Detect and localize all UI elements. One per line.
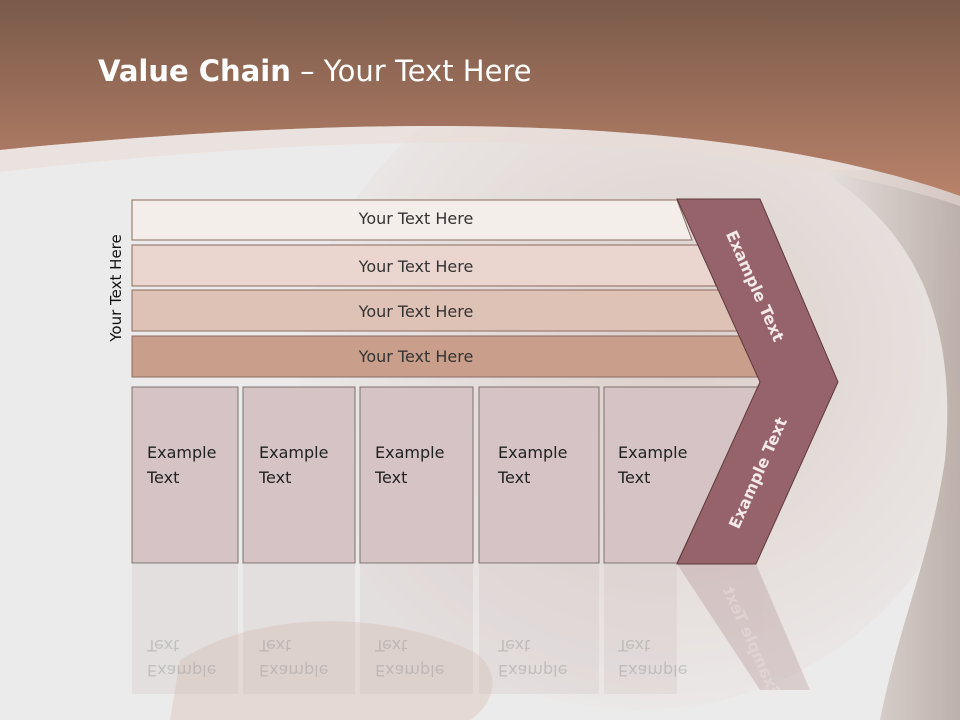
box-5-line1: Example [618, 443, 688, 462]
box-4-line2: Text [498, 468, 531, 487]
box-1-reflection-label: Example Text [147, 633, 216, 683]
box-reflection [479, 564, 599, 694]
chevron-arrow-shape [676, 198, 839, 565]
box-5-label: Example Text [618, 440, 687, 490]
box-3-line1: Example [375, 443, 445, 462]
box-3-reflection-label: Example Text [375, 633, 444, 683]
bar-1-shape [131, 199, 693, 241]
bar-1-label: Your Text Here [358, 209, 474, 228]
box-1-reflection-line1: Example [147, 661, 217, 680]
box-5-reflection-label: Example Text [618, 633, 687, 683]
box-3-line2: Text [375, 468, 408, 487]
box-5-line2: Text [618, 468, 651, 487]
box-4-reflection-line1: Example [498, 661, 568, 680]
box-1-label: Example Text [147, 440, 216, 490]
title-rest: – Your Text Here [290, 54, 532, 88]
box-reflection [360, 564, 473, 694]
box-2-line1: Example [259, 443, 329, 462]
box-2-shape [242, 386, 356, 564]
box-4-shape [478, 386, 600, 564]
box-1-shape [131, 386, 239, 564]
box-reflection [132, 564, 238, 694]
slide-title: Value Chain – Your Text Here [98, 54, 532, 88]
box-reflection [243, 564, 355, 694]
box-4-reflection-line2: Text [498, 636, 531, 655]
box-5-reflection-line2: Text [618, 636, 651, 655]
box-reflection [604, 564, 677, 694]
box-2-label: Example Text [259, 440, 328, 490]
box-2-reflection-line2: Text [259, 636, 292, 655]
box-1-line2: Text [147, 468, 180, 487]
box-2-line2: Text [259, 468, 292, 487]
box-1-reflection-line2: Text [147, 636, 180, 655]
box-4-line1: Example [498, 443, 568, 462]
box-4-reflection-label: Example Text [498, 633, 567, 683]
bar-4-label: Your Text Here [358, 347, 474, 366]
arrow-reflection [677, 564, 810, 690]
box-2-reflection-label: Example Text [259, 633, 328, 683]
title-bold: Value Chain [98, 54, 291, 88]
bar-2-label: Your Text Here [358, 257, 474, 276]
box-2-reflection-line1: Example [259, 661, 329, 680]
box-1-line1: Example [147, 443, 217, 462]
box-5-reflection-line1: Example [618, 661, 688, 680]
bar-3-label: Your Text Here [358, 302, 474, 321]
box-4-label: Example Text [498, 440, 567, 490]
box-3-label: Example Text [375, 440, 444, 490]
box-3-reflection-line2: Text [375, 636, 408, 655]
box-3-shape [359, 386, 474, 564]
box-3-reflection-line1: Example [375, 661, 445, 680]
